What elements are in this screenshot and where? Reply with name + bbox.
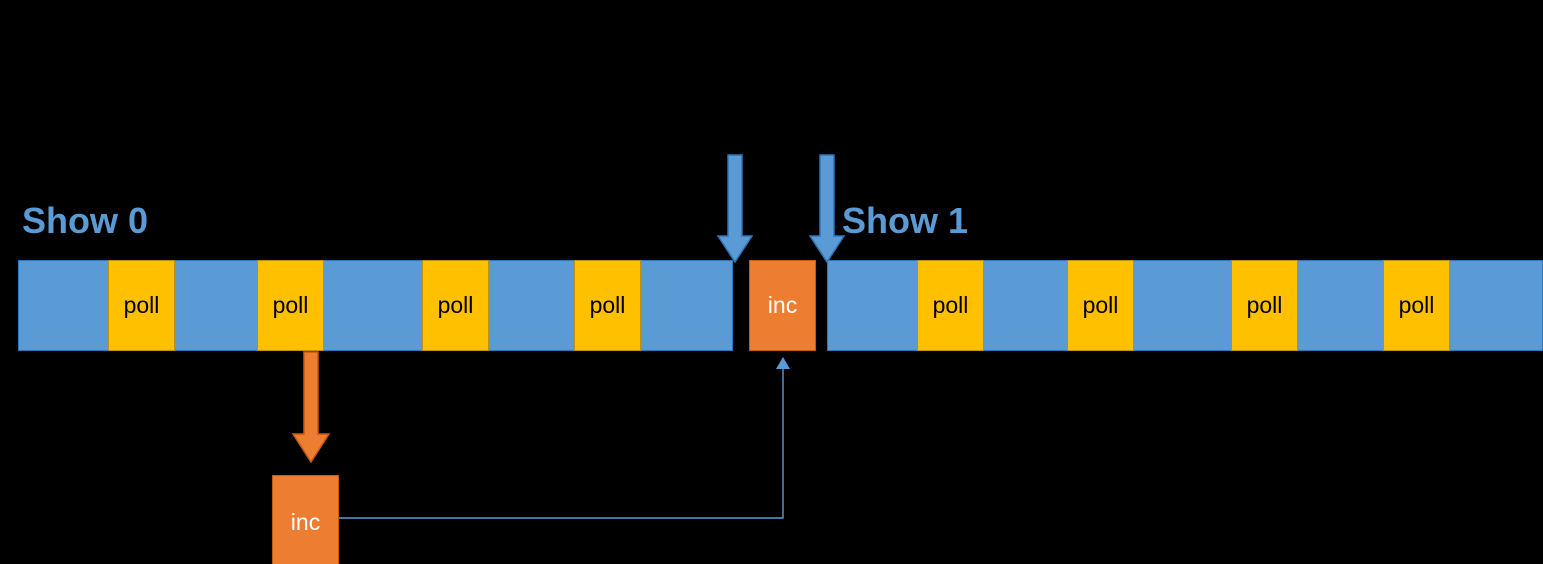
- timeline-cell-poll[interactable]: poll: [1067, 260, 1134, 351]
- section-caption-show-1: Show 1: [842, 200, 969, 241]
- inc-callback-connector-arrowhead: [776, 357, 790, 369]
- timeline-cell-poll[interactable]: poll: [917, 260, 984, 351]
- timeline-cell-poll[interactable]: poll: [257, 260, 324, 351]
- timeline-cell-poll[interactable]: poll: [1383, 260, 1450, 351]
- timeline-cell-poll[interactable]: poll: [422, 260, 489, 351]
- offthread-cell-inc[interactable]: inc: [272, 475, 339, 564]
- section-caption-show-0: Show 0: [22, 200, 149, 241]
- inc-callback-connector-line: [339, 367, 784, 519]
- inc-dispatch-arrow: [291, 351, 331, 464]
- timeline-cell-poll[interactable]: poll: [574, 260, 641, 351]
- timeline-cell-inc[interactable]: inc: [749, 260, 816, 351]
- timeline-cell-poll[interactable]: poll: [108, 260, 175, 351]
- timeline-cell-poll[interactable]: poll: [1231, 260, 1298, 351]
- frame-marker-arrow-left: [716, 154, 754, 264]
- frame-marker-arrow-right: [808, 154, 846, 264]
